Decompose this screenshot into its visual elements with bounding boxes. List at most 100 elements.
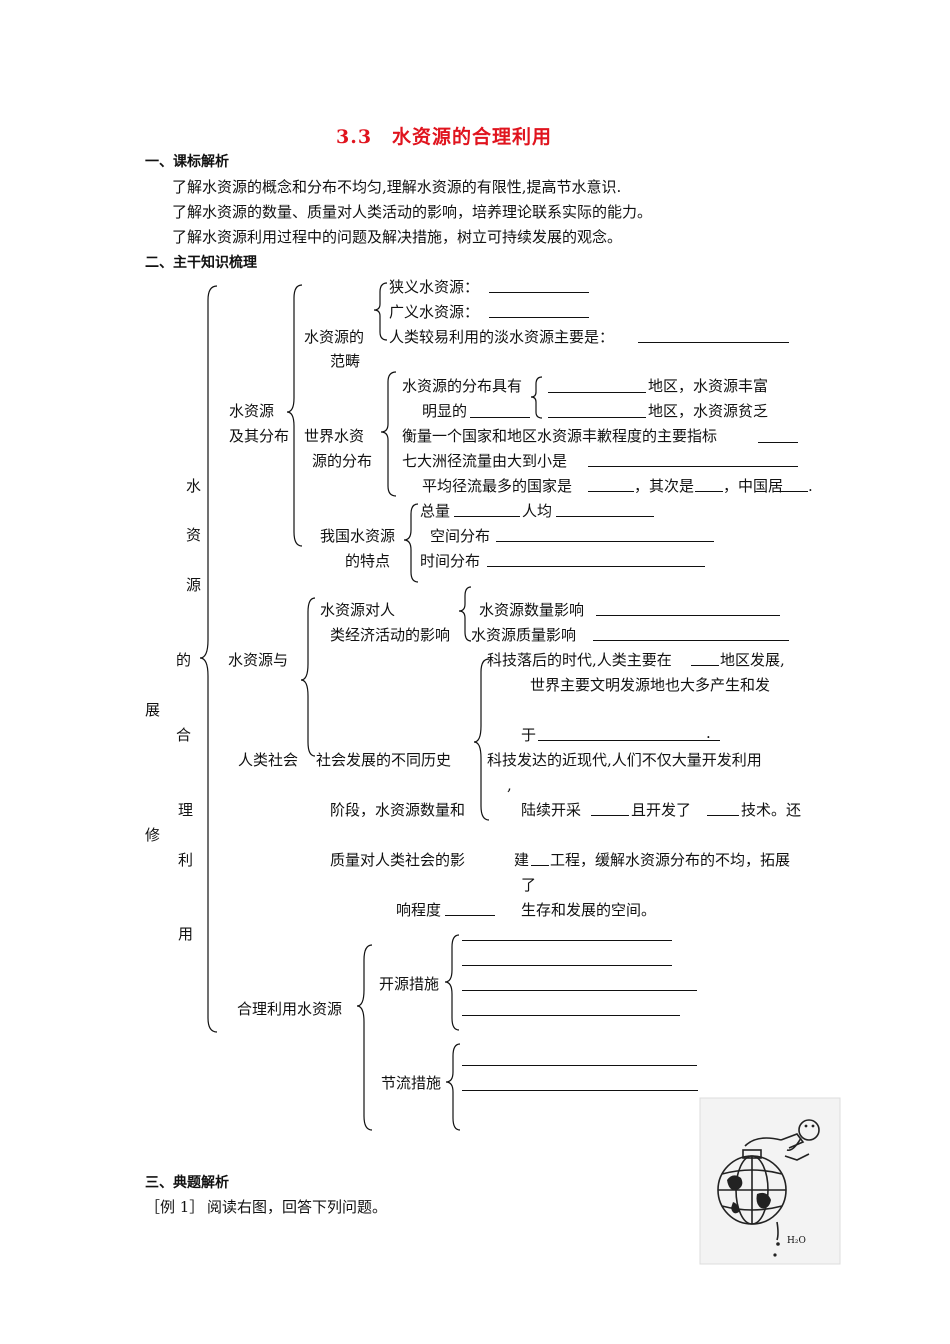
avg-runoff-text: 平均径流最多的国家是 [422, 477, 573, 495]
answer-blank[interactable] [462, 965, 672, 966]
modern-text: 技术。还 [741, 801, 802, 819]
scope-label: 水资源的 [304, 328, 365, 346]
standard-line-1: 了解水资源的概念和分布不均匀,理解水资源的有限性,提高节水意识. [172, 178, 622, 196]
measure-text: 衡量一个国家和地区水资源丰歉程度的主要指标 [402, 427, 718, 445]
open-source-label: 开源措施 [379, 975, 440, 993]
answer-blank[interactable] [538, 740, 720, 741]
root-char: 用 [178, 925, 194, 943]
answer-blank[interactable] [487, 566, 705, 567]
econ-label: 类经济活动的影响 [330, 626, 451, 644]
answer-blank[interactable] [588, 491, 634, 492]
world-label: 世界水资 [304, 427, 365, 445]
page-title: 3.3 水资源的合理利用 [336, 126, 553, 148]
modern-text: 工程，缓解水资源分布的不均，拓展 [550, 851, 791, 869]
answer-blank[interactable] [596, 615, 780, 616]
answer-blank[interactable] [462, 1065, 697, 1066]
root-char: 水 [186, 477, 202, 495]
distribution-text: 水资源的分布具有 [402, 377, 523, 395]
world-label: 源的分布 [312, 452, 373, 470]
modern-text: 了 [521, 876, 537, 894]
answer-blank[interactable] [691, 665, 719, 666]
answer-blank[interactable] [591, 815, 629, 816]
broad-water-label: 广义水资源： [389, 303, 480, 321]
history-text: 阶段，水资源数量和 [330, 801, 466, 819]
answer-blank[interactable] [489, 292, 589, 293]
section-heading-knowledge: 二、主干知识梳理 [145, 255, 257, 271]
ancient-text: 世界主要文明发源地也大多产生和发 [530, 676, 771, 694]
figure-label: H₂O [787, 1236, 806, 1246]
section-heading-standards: 一、课标解析 [145, 154, 229, 170]
root-char: 利 [178, 851, 194, 869]
side-char: 展 [145, 701, 161, 719]
avg-runoff-text: ，中国居 [723, 477, 784, 495]
answer-blank[interactable] [548, 392, 646, 393]
answer-blank[interactable] [462, 990, 697, 991]
china-label: 我国水资源 [320, 527, 396, 545]
globe-water-tap-cartoon-icon: H₂O [690, 1094, 843, 1268]
narrow-water-label: 狭义水资源： [389, 278, 480, 296]
rich-region-text: 地区，水资源丰富 [648, 377, 769, 395]
answer-blank[interactable] [489, 317, 589, 318]
modern-text: 且开发了 [631, 801, 692, 819]
root-char: 资 [186, 526, 202, 544]
answer-blank[interactable] [462, 1015, 680, 1016]
per-capita-text: 人均 [522, 502, 553, 520]
answer-blank[interactable] [780, 491, 808, 492]
root-char: 合 [176, 726, 192, 744]
history-text: 社会发展的不同历史 [316, 751, 452, 769]
scope-label: 范畴 [330, 352, 361, 370]
example-text: 阅读右图，回答下列问题。 [207, 1198, 388, 1216]
answer-blank[interactable] [462, 1090, 698, 1091]
branch-b-label: 人类社会 [238, 751, 299, 769]
ancient-text: 科技落后的时代,人类主要在 [487, 651, 672, 669]
section-heading-examples: 三、典题解析 [145, 1175, 229, 1191]
modern-text: 陆续开采 [521, 801, 582, 819]
branch-b-label: 水资源与 [228, 651, 289, 669]
poor-region-text: 地区，水资源贫乏 [648, 402, 769, 420]
answer-blank[interactable] [695, 491, 723, 492]
history-text: 质量对人类社会的影 [330, 851, 466, 869]
modern-text: 科技发达的近现代,人们不仅大量开发利用 [487, 751, 762, 769]
root-char: 理 [178, 801, 194, 819]
modern-text: 建 [514, 851, 530, 869]
side-char: 修 [145, 826, 161, 844]
answer-blank[interactable] [707, 815, 739, 816]
answer-blank[interactable] [496, 541, 714, 542]
branch-c-label: 合理利用水资源 [237, 1000, 343, 1018]
modern-text: 生存和发展的空间。 [521, 901, 657, 919]
total-text: 总量 [420, 502, 451, 520]
fresh-water-label: 人类较易利用的淡水资源主要是： [389, 328, 615, 346]
avg-runoff-text: . [808, 477, 813, 495]
avg-runoff-text: ，其次是 [634, 477, 695, 495]
seven-continents-text: 七大洲径流量由大到小是 [402, 452, 568, 470]
ancient-text: . [706, 724, 711, 742]
space-dist-text: 空间分布 [430, 527, 491, 545]
answer-blank[interactable] [556, 516, 654, 517]
example-tag: ［例 1］ [145, 1198, 205, 1216]
answer-blank[interactable] [588, 466, 798, 467]
branch-a-label: 及其分布 [229, 427, 290, 445]
answer-blank[interactable] [548, 417, 646, 418]
answer-blank[interactable] [593, 640, 789, 641]
standard-line-3: 了解水资源利用过程中的问题及解决措施，树立可持续发展的观念。 [172, 228, 623, 246]
root-char: 源 [186, 576, 202, 594]
save-water-label: 节流措施 [381, 1074, 442, 1092]
answer-blank[interactable] [454, 516, 520, 517]
quantity-impact-text: 水资源数量影响 [479, 601, 585, 619]
root-char: 的 [176, 651, 192, 669]
china-label: 的特点 [345, 552, 391, 570]
answer-blank[interactable] [638, 342, 789, 343]
distribution-text: 明显的 [422, 402, 468, 420]
ancient-text: 于 [521, 726, 537, 744]
modern-text: , [507, 776, 512, 794]
answer-blank[interactable] [445, 915, 495, 916]
answer-blank[interactable] [462, 940, 672, 941]
answer-blank[interactable] [758, 442, 798, 443]
history-text: 响程度 [396, 901, 442, 919]
answer-blank[interactable] [470, 417, 530, 418]
econ-label: 水资源对人 [320, 601, 396, 619]
quality-impact-text: 水资源质量影响 [471, 626, 577, 644]
branch-a-label: 水资源 [229, 402, 275, 420]
answer-blank[interactable] [531, 865, 549, 866]
